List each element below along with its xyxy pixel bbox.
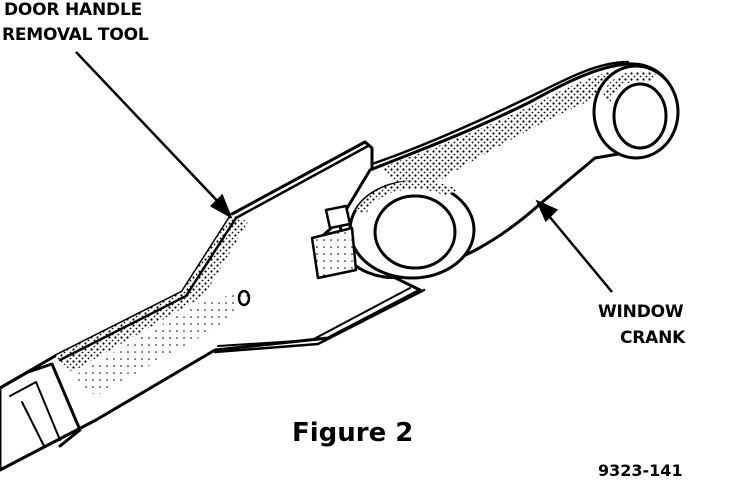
tool-label-line-2: REMOVAL TOOL bbox=[2, 25, 149, 45]
tool-end-slot bbox=[21, 401, 45, 447]
tool-end-cap bbox=[0, 362, 82, 448]
tool-lower-shade bbox=[70, 292, 250, 396]
tool-end-inner bbox=[9, 381, 61, 441]
crank-clip bbox=[324, 204, 352, 230]
tool-hole bbox=[237, 289, 251, 307]
crank-label-line-2: CRANK bbox=[620, 328, 686, 348]
crank-knob-shade bbox=[602, 71, 656, 104]
crank-hub-inner bbox=[373, 194, 457, 270]
tool-edge-upper bbox=[58, 144, 370, 362]
window-crank bbox=[310, 60, 680, 280]
tool-leader-arrowhead bbox=[209, 193, 233, 219]
leader-lines bbox=[75, 51, 613, 293]
removal-tool bbox=[0, 140, 426, 472]
crank-label-line-1: WINDOW bbox=[598, 302, 684, 322]
crank-shaft bbox=[310, 226, 358, 280]
crank-knob-inner bbox=[612, 82, 668, 150]
crank-leader-line bbox=[543, 209, 613, 293]
tool-bevel-shade bbox=[55, 214, 248, 372]
figure-caption: Figure 2 bbox=[292, 418, 414, 448]
crank-arm-shade bbox=[380, 70, 620, 200]
crank-leader-arrowhead bbox=[535, 199, 559, 223]
tool-leader-line bbox=[75, 51, 225, 209]
tool-edge-lower-inner bbox=[217, 287, 411, 347]
figure-code: 9323-141 bbox=[598, 461, 683, 480]
crank-arm-ridge bbox=[370, 60, 630, 166]
crank-hub-rim-shade bbox=[356, 180, 458, 214]
tool-label-line-1: DOOR HANDLE bbox=[4, 0, 142, 20]
tool-edge-lower bbox=[213, 288, 426, 354]
